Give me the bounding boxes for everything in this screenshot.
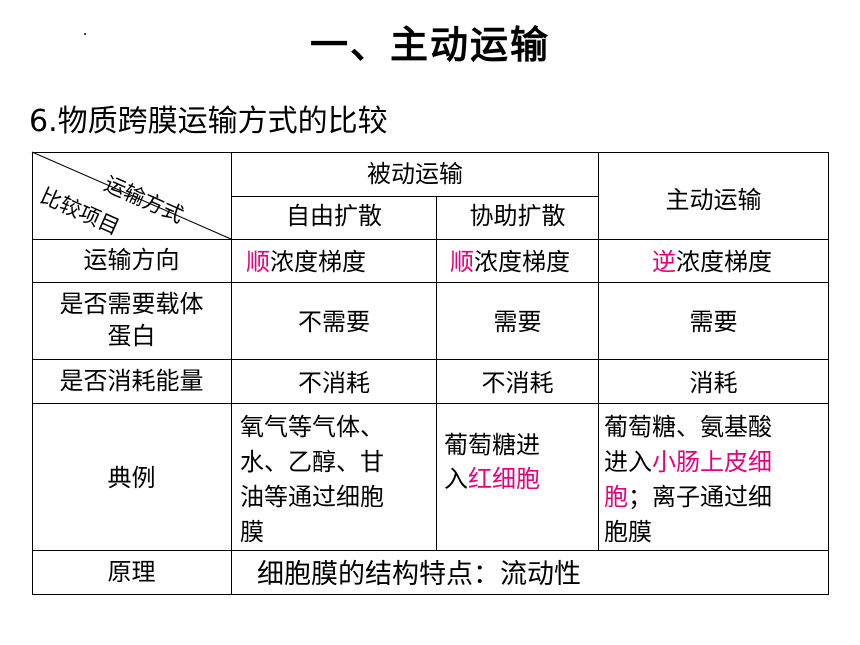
cell-example-free: 氧气等气体、 水、乙醇、甘 油等通过细胞 膜 — [240, 410, 384, 550]
cell-text: 进入 — [604, 448, 652, 476]
cell-line: 油等通过细胞 — [240, 483, 384, 511]
cell-energy-facilitated: 不消耗 — [481, 369, 554, 397]
row-label-example: 典例 — [107, 464, 156, 492]
slide-title: 一、主动运输 — [309, 23, 550, 67]
cell-line: 胞膜 — [604, 518, 652, 546]
slide-subtitle: 6.物质跨膜运输方式的比较 — [29, 104, 388, 139]
highlight-text: 逆 — [652, 248, 676, 276]
cell-direction-active: 逆浓度梯度 — [652, 246, 772, 278]
header-free-diffusion: 自由扩散 — [286, 202, 382, 230]
cell-carrier-active: 需要 — [689, 308, 738, 336]
cell-text: 入 — [444, 465, 468, 493]
cell-line: 氧气等气体、 — [240, 413, 384, 441]
row-label-principle: 原理 — [107, 558, 156, 586]
cell-line: 葡萄糖进 — [444, 431, 540, 459]
cell-line: 水、乙醇、甘 — [240, 448, 384, 476]
highlight-text: 顺 — [450, 248, 474, 276]
row-label-carrier-line1: 是否需要载体 — [59, 290, 204, 318]
cell-line: 葡萄糖、氨基酸 — [604, 413, 772, 441]
highlight-text: 小肠上皮细 — [652, 448, 772, 476]
cell-text: 浓度梯度 — [676, 248, 772, 276]
row-label-carrier: 是否需要载体 蛋白 — [32, 288, 231, 352]
cell-example-facilitated: 葡萄糖进 入红细胞 — [444, 428, 540, 496]
cell-text: ；离子通过细 — [628, 483, 772, 511]
cell-carrier-free: 不需要 — [298, 308, 370, 336]
cell-line: 入红细胞 — [444, 462, 540, 496]
header-facilitated-diffusion: 协助扩散 — [469, 202, 566, 230]
cell-line: 进入小肠上皮细 — [604, 445, 772, 480]
row-label-energy: 是否消耗能量 — [59, 367, 204, 395]
cell-text: 浓度梯度 — [270, 248, 366, 276]
stray-dot — [84, 33, 86, 35]
cell-direction-facilitated: 顺浓度梯度 — [450, 246, 570, 278]
cell-direction-free: 顺浓度梯度 — [246, 246, 366, 278]
header-passive-transport: 被动运输 — [367, 160, 463, 188]
row-label-carrier-line2: 蛋白 — [107, 322, 156, 350]
cell-energy-free: 不消耗 — [298, 369, 370, 397]
header-active-transport: 主动运输 — [665, 186, 762, 214]
highlight-text: 胞 — [604, 483, 628, 511]
cell-line: 胞；离子通过细 — [604, 480, 772, 515]
highlight-text: 顺 — [246, 248, 270, 276]
cell-energy-active: 消耗 — [689, 369, 738, 397]
row-label-direction: 运输方向 — [83, 246, 180, 274]
cell-carrier-facilitated: 需要 — [493, 308, 542, 336]
cell-text: 浓度梯度 — [474, 248, 570, 276]
cell-principle-content: 细胞膜的结构特点：流动性 — [257, 559, 581, 590]
highlight-text: 红细胞 — [468, 465, 540, 493]
cell-line: 膜 — [240, 518, 264, 546]
cell-example-active: 葡萄糖、氨基酸 进入小肠上皮细 胞；离子通过细 胞膜 — [604, 410, 772, 550]
